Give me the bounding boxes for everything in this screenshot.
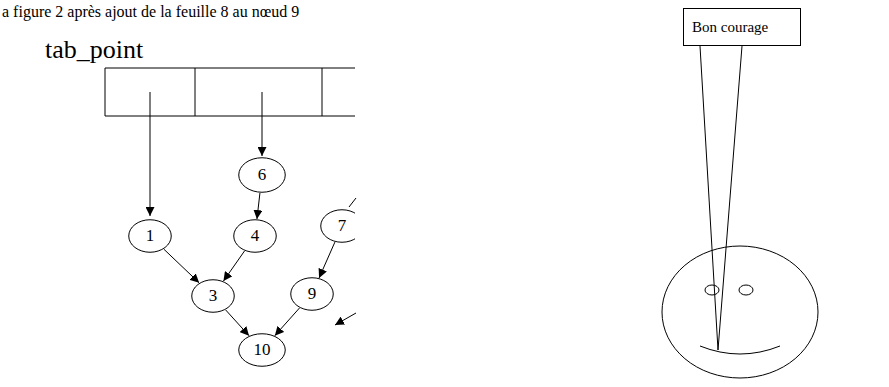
bubble-text: Bon courage: [692, 19, 768, 36]
node-key: 1: [146, 227, 155, 246]
tree-edge: [275, 308, 300, 336]
node-key: 4: [251, 227, 260, 246]
tree-node: 7: [320, 209, 355, 243]
tree-node: 9: [290, 277, 334, 311]
pointer-array: [105, 68, 355, 116]
node-body: 10: [238, 333, 286, 367]
tree-edge: [223, 251, 244, 281]
ellipse-outline: [129, 220, 172, 253]
tree-edge: [164, 249, 199, 283]
node-key: 7: [338, 217, 347, 236]
figure-heading: a figure 2 après ajout de la feuille 8 a…: [2, 3, 299, 21]
ellipse-outline: [192, 280, 235, 313]
tree-node: 4: [233, 219, 277, 253]
node-key: 9: [308, 285, 317, 304]
tree-node: 3: [191, 279, 235, 313]
node-body: Bon courage: [684, 9, 800, 45]
ellipse-outline: [321, 210, 355, 243]
node-body: 9: [290, 277, 334, 311]
ellipse-outline: [234, 220, 277, 253]
ellipse-outline: [239, 334, 286, 367]
speech-tail: [700, 46, 742, 350]
speech-bubble: Bon courage: [683, 8, 801, 46]
tree-node: 6: [238, 157, 286, 193]
node-key: 3: [209, 287, 218, 306]
node-ellipse: [320, 209, 355, 243]
node-key: 10: [254, 341, 271, 360]
tree-node: 10: [238, 333, 286, 367]
node-body: 7: [320, 209, 355, 243]
node-body: 1: [128, 219, 172, 253]
ellipse-outline: [291, 278, 334, 311]
tree-edge: [257, 193, 260, 219]
node-body: 4: [233, 219, 277, 253]
pointer-arrow: [150, 92, 356, 325]
node-body: 6: [238, 157, 286, 193]
tree-edge: [226, 310, 249, 336]
node-key: 6: [258, 166, 267, 185]
array-name: tab_point: [45, 36, 143, 65]
smiley-face: [662, 246, 818, 378]
node-body: 3: [191, 279, 235, 313]
ellipse-outline: [239, 158, 286, 193]
tree-edge: [319, 242, 335, 278]
tree-node: 1: [128, 219, 172, 253]
